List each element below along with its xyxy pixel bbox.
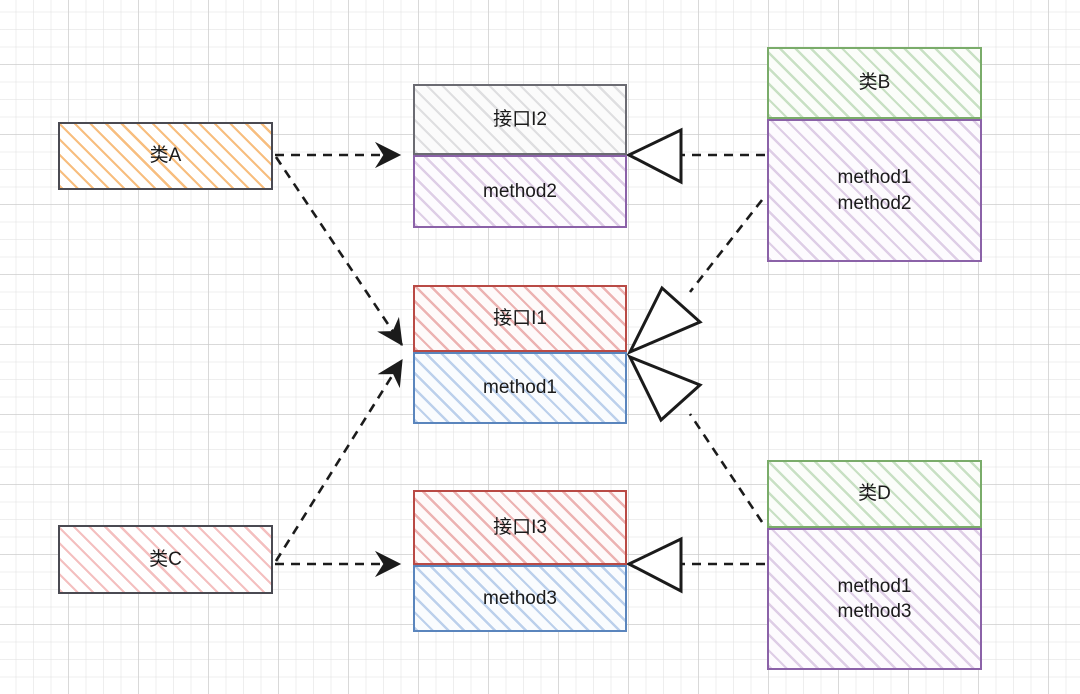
class-b-header: 类B (767, 47, 982, 119)
node-class-a[interactable]: 类A (58, 122, 273, 190)
class-a-name: 类A (149, 145, 182, 167)
node-interface-i1[interactable]: 接口I1 method1 (413, 285, 627, 424)
hollow-triangle-icon (626, 354, 703, 423)
interface-i2-header: 接口I2 (413, 84, 627, 155)
edge-c-to-i1 (274, 358, 404, 562)
class-c-name: 类C (149, 548, 182, 570)
hollow-triangle-icon (625, 127, 683, 185)
node-interface-i3[interactable]: 接口I3 method3 (413, 490, 627, 632)
node-class-b[interactable]: 类B method1 method2 (767, 47, 982, 262)
interface-i3-members: method3 (413, 565, 627, 632)
class-d-members: method1 method3 (767, 528, 982, 670)
edge-b-to-i1 (626, 199, 764, 355)
edge-d-to-i3 (625, 536, 765, 594)
hollow-triangle-icon (625, 536, 683, 594)
edge-d-to-i1 (626, 354, 764, 523)
interface-i3-header: 接口I3 (413, 490, 627, 565)
interface-i1-members: method1 (413, 352, 627, 424)
node-class-c[interactable]: 类C (58, 525, 273, 594)
node-class-d[interactable]: 类D method1 method3 (767, 460, 982, 670)
class-b-members: method1 method2 (767, 119, 982, 262)
node-interface-i2[interactable]: 接口I2 method2 (413, 84, 627, 228)
interface-i2-members: method2 (413, 155, 627, 228)
edge-b-to-i2 (625, 127, 765, 185)
hollow-triangle-icon (626, 285, 703, 355)
edge-a-to-i1 (274, 156, 404, 346)
interface-i1-header: 接口I1 (413, 285, 627, 352)
class-d-header: 类D (767, 460, 982, 528)
